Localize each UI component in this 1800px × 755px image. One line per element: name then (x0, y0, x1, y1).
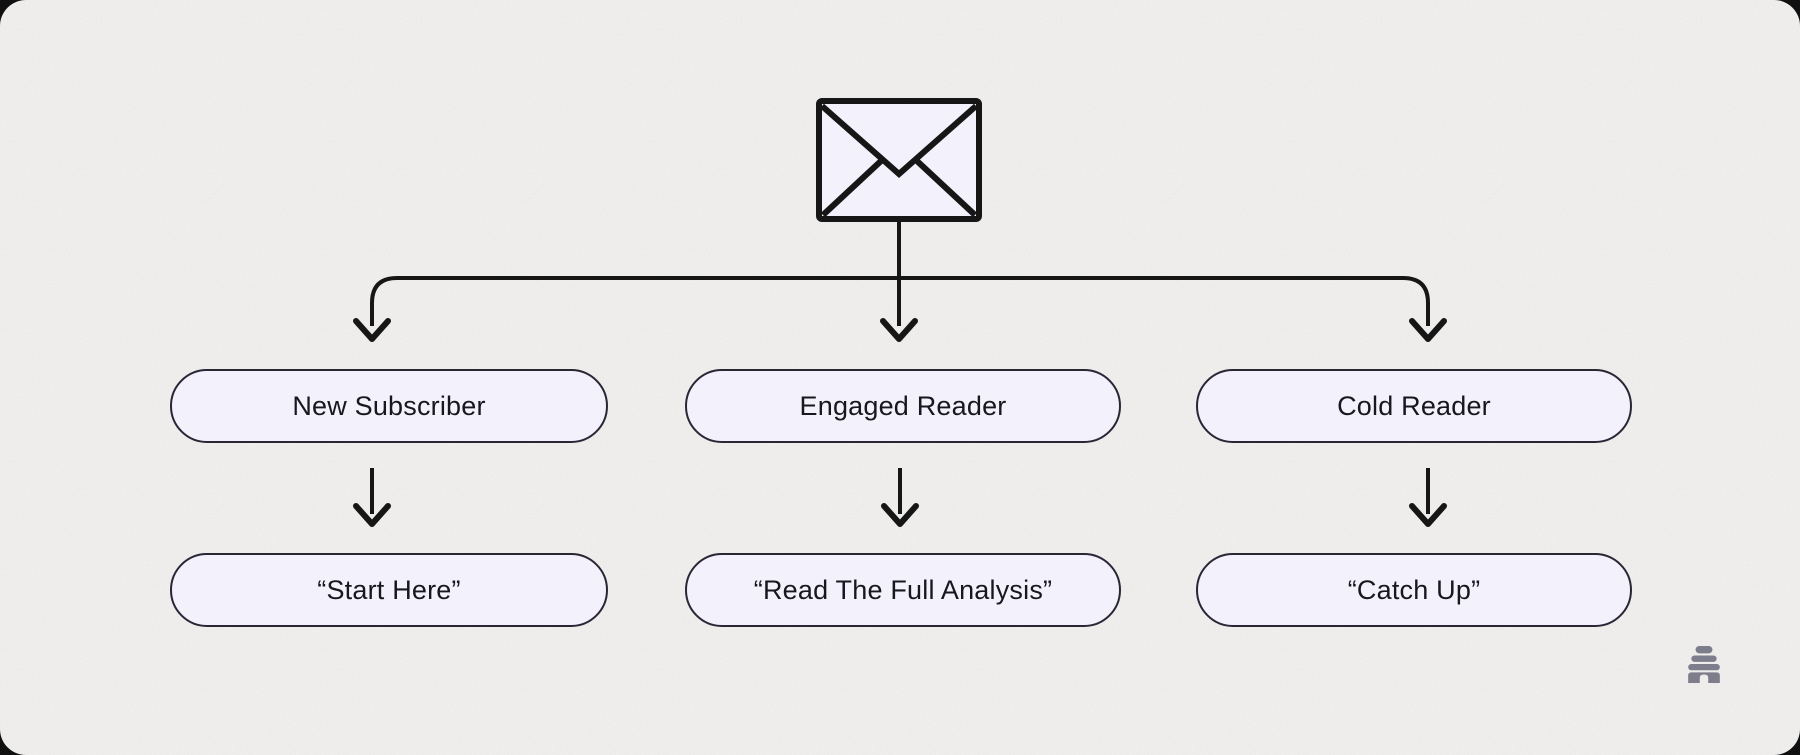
arrowhead-sub-left (353, 503, 391, 527)
node-label: “Read The Full Analysis” (753, 574, 1053, 605)
node-catch-up: “Catch Up” (1196, 553, 1632, 627)
arrowhead-sub-center (881, 503, 919, 527)
connector-left-branch (370, 276, 899, 326)
node-label: “Catch Up” (1347, 574, 1481, 605)
arrowhead-center (880, 318, 918, 342)
node-label: New Subscriber (292, 390, 486, 421)
node-label: Cold Reader (1337, 390, 1491, 421)
node-label: “Start Here” (317, 574, 461, 605)
arrowhead-left (353, 318, 391, 342)
beehive-logo-icon (1688, 646, 1720, 683)
node-new-subscriber: New Subscriber (170, 369, 608, 443)
node-engaged-reader: Engaged Reader (685, 369, 1121, 443)
node-label: Engaged Reader (799, 390, 1007, 421)
arrowhead-sub-right (1409, 503, 1447, 527)
arrowhead-right (1409, 318, 1447, 342)
connector-right-branch (899, 276, 1430, 326)
node-cold-reader: Cold Reader (1196, 369, 1632, 443)
node-read-full-analysis: “Read The Full Analysis” (685, 553, 1121, 627)
envelope-icon (816, 98, 982, 222)
node-start-here: “Start Here” (170, 553, 608, 627)
